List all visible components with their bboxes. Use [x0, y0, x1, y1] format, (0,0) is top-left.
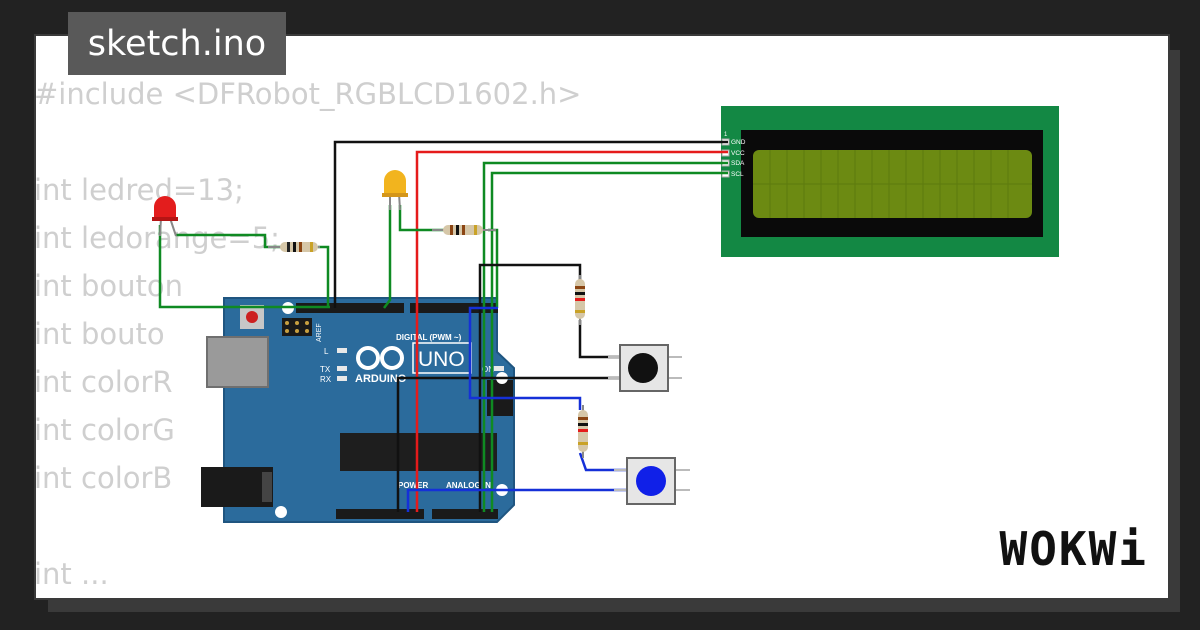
wokwi-logo: WOKWi	[999, 522, 1148, 576]
code-line: int bouton	[34, 269, 184, 303]
power-jack-icon	[201, 467, 273, 507]
wire-red-led	[158, 225, 330, 309]
code-line: int ...	[34, 557, 109, 591]
power-header	[336, 509, 424, 519]
led-label-tx: TX	[320, 365, 331, 374]
lcd-pin-sda: SDA	[731, 160, 745, 167]
board-brand: ARDUINO	[355, 373, 407, 385]
wire-button1	[578, 320, 622, 359]
board-status-leds	[337, 348, 504, 381]
wire-button2	[468, 306, 582, 410]
wire-vcc-lcd	[415, 150, 728, 512]
pushbutton-icon[interactable]	[608, 344, 682, 392]
arduino-uno-board[interactable]: AREF DIGITAL (PWM ~) ARDUINO UNO L TX RX…	[201, 297, 515, 523]
lcd-character-grid	[753, 150, 1032, 218]
code-line: int ledorange=5;	[34, 221, 280, 255]
code-line: int colorB	[34, 461, 173, 495]
digital-header-left	[296, 303, 404, 313]
lcd-pin-number: 1	[724, 132, 728, 138]
resistor-icon[interactable]	[578, 405, 588, 458]
digital-header-right	[410, 303, 498, 313]
microcontroller-chip	[340, 433, 497, 471]
analog-header	[432, 509, 498, 519]
lcd-pin-gnd: GND	[731, 139, 746, 146]
lcd-display[interactable]: 1 GND VCC SDA SCL	[721, 106, 1059, 257]
wire-orange-led	[398, 205, 445, 232]
pushbutton-icon[interactable]	[614, 457, 690, 505]
board-model: UNO	[418, 348, 465, 371]
red-led-icon[interactable]	[152, 196, 178, 237]
wire-gnd-lcd	[333, 140, 728, 308]
power-label: POWER	[398, 481, 428, 490]
icsp-header	[282, 318, 312, 336]
reset-button-cap[interactable]	[246, 311, 258, 323]
resistor-icon[interactable]	[432, 225, 496, 235]
analog-in-label: ANALOG IN	[446, 481, 491, 490]
code-line: int colorG	[34, 413, 175, 447]
led-label-rx: RX	[320, 375, 332, 384]
code-background: #include <DFRobot_RGBLCD1602.h>int ledre…	[34, 70, 581, 598]
board-top-pin-label: AREF	[316, 323, 323, 342]
led-label-l: L	[324, 347, 329, 356]
lcd-pin-vcc: VCC	[731, 150, 745, 157]
usb-port-icon	[206, 336, 269, 388]
orange-led-icon[interactable]	[382, 170, 408, 211]
arduino-logo-icon	[356, 346, 404, 370]
digital-pwm-label: DIGITAL (PWM ~)	[396, 333, 462, 342]
code-line: int bouto	[34, 317, 165, 351]
code-line: int colorR	[34, 365, 173, 399]
led-label-on: ON	[482, 365, 494, 374]
lcd-pin-scl: SCL	[731, 171, 744, 178]
code-line: #include <DFRobot_RGBLCD1602.h>	[34, 77, 582, 111]
wire-sda-lcd	[482, 161, 728, 512]
resistor-icon[interactable]	[575, 275, 585, 325]
wires	[158, 140, 728, 512]
sketch-filename-tab[interactable]: sketch.ino	[68, 12, 286, 75]
wire-scl-lcd	[490, 171, 728, 512]
resistor-icon[interactable]	[268, 242, 320, 252]
